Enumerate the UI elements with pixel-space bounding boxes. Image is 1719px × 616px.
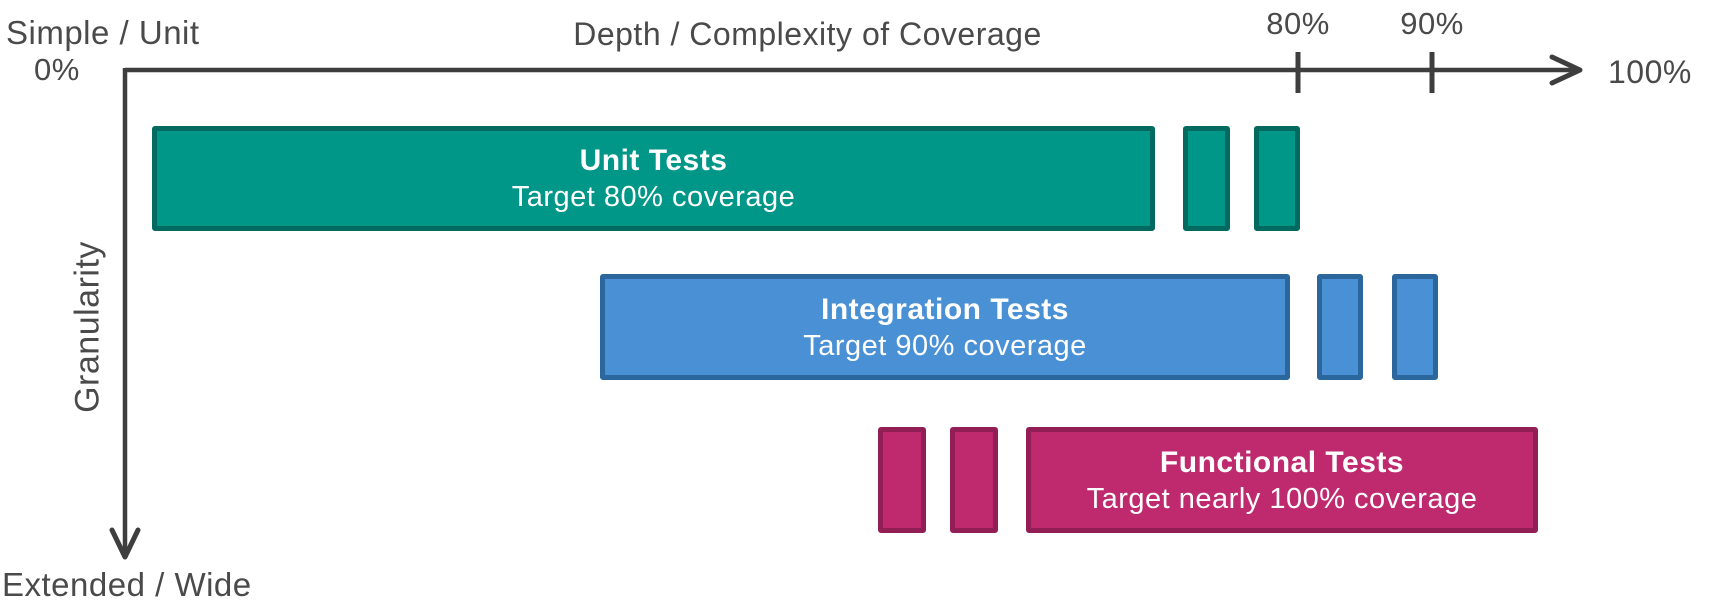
integration-tests-title: Integration Tests — [821, 292, 1069, 326]
functional-tests-title: Functional Tests — [1159, 445, 1405, 479]
x-axis-tick-label-80: 80% — [1266, 6, 1330, 41]
x-axis-tick-label-90: 90% — [1400, 6, 1464, 41]
unit-tests-title: Unit Tests — [579, 144, 728, 177]
unit-tests-bar: Unit Tests Target 80% coverage — [152, 126, 1155, 231]
functional-tests-segment-1 — [878, 427, 926, 533]
integration-tests-bar: Integration Tests Target 90% coverage — [600, 274, 1290, 380]
unit-tests-subtitle: Target 80% coverage — [511, 181, 796, 213]
integration-tests-segment-2 — [1392, 274, 1438, 380]
functional-tests-subtitle: Target nearly 100% coverage — [1086, 482, 1478, 515]
integration-tests-segment-1 — [1317, 274, 1363, 380]
x-axis-title: Depth / Complexity of Coverage — [573, 16, 1042, 52]
x-axis-origin-label: 0% — [34, 52, 80, 87]
y-axis-top-label: Simple / Unit — [6, 14, 200, 51]
y-axis-title: Granularity — [68, 241, 107, 413]
functional-tests-segment-2 — [950, 427, 998, 533]
functional-tests-bar: Functional Tests Target nearly 100% cove… — [1026, 427, 1538, 533]
unit-tests-segment-1 — [1183, 126, 1230, 231]
unit-tests-segment-2 — [1254, 126, 1300, 231]
y-axis-arrowhead-icon — [109, 527, 141, 560]
x-axis-arrowhead-icon — [1549, 54, 1583, 86]
y-axis-bottom-label: Extended / Wide — [2, 566, 252, 603]
integration-tests-subtitle: Target 90% coverage — [803, 329, 1087, 362]
x-axis-end-label: 100% — [1608, 54, 1692, 90]
